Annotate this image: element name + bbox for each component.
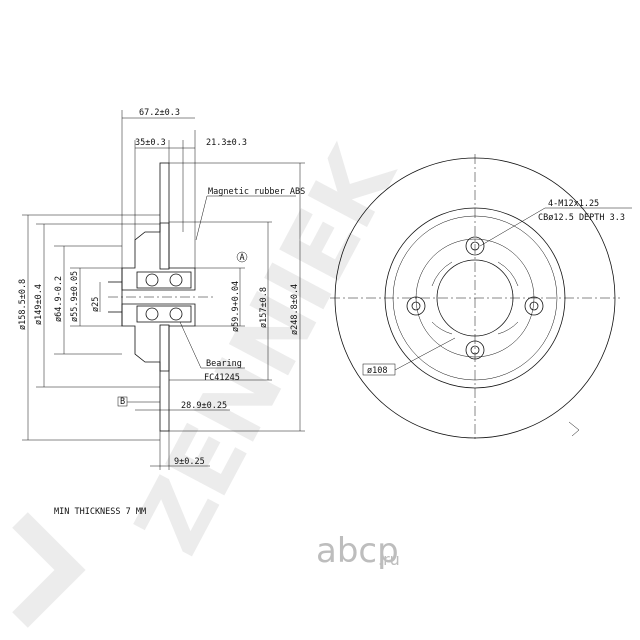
datum-b-marker xyxy=(117,396,128,407)
dim-64-9: ø64.9-0.2 xyxy=(54,276,64,322)
callout-abs: Magnetic rubber ABS xyxy=(208,187,305,197)
stud-holes xyxy=(406,236,544,360)
dim-248-8: ø248.8±0.4 xyxy=(290,284,300,335)
hub-upper xyxy=(121,222,196,291)
datum-a: A xyxy=(240,253,245,263)
dim-157: ø157±0.8 xyxy=(259,287,269,328)
dim-25: ø25 xyxy=(91,297,101,312)
corner-marker xyxy=(568,421,580,437)
thread-spec: 4-M12x1.25 xyxy=(548,199,599,209)
dim-59-9: ø59.9+0.04 xyxy=(231,281,241,332)
site-watermark: abcp xyxy=(316,531,399,571)
disc-flange-top xyxy=(159,162,170,270)
hub-lower xyxy=(121,303,196,372)
min-thickness-note: MIN THICKNESS 7 MM xyxy=(54,507,146,517)
dim-67-2: 67.2±0.3 xyxy=(139,108,180,118)
dim-9: 9±0.25 xyxy=(174,457,205,467)
disc-flange-bottom xyxy=(159,324,170,432)
site-tld-watermark: .ru xyxy=(378,550,400,569)
datum-a-marker xyxy=(236,251,248,263)
dim-28-9: 28.9±0.25 xyxy=(181,401,227,411)
dim-149: ø149±0.4 xyxy=(34,284,44,325)
bearing-part: FC41245 xyxy=(204,373,240,383)
dim-55-9: ø55.9±0.05 xyxy=(70,271,80,322)
centre-bore-spec: CBø12.5 DEPTH 3.3 xyxy=(538,213,625,223)
dim-35: 35±0.3 xyxy=(135,138,166,148)
datum-b: B xyxy=(120,397,125,407)
dim-21-3: 21.3±0.3 xyxy=(206,138,247,148)
pcd-box xyxy=(362,363,396,376)
chevron-watermark-icon xyxy=(12,512,86,628)
bearing-label: Bearing xyxy=(206,359,242,369)
pcd-label: ø108 xyxy=(367,366,387,376)
bearing xyxy=(136,271,192,323)
side-view: 67.2±0.3 35±0.3 21.3±0.3 Magnetic rubber… xyxy=(18,108,305,517)
front-view: 4-M12x1.25 CBø12.5 DEPTH 3.3 ø108 xyxy=(330,154,632,440)
dim-158-5: ø158.5±0.8 xyxy=(18,279,28,330)
